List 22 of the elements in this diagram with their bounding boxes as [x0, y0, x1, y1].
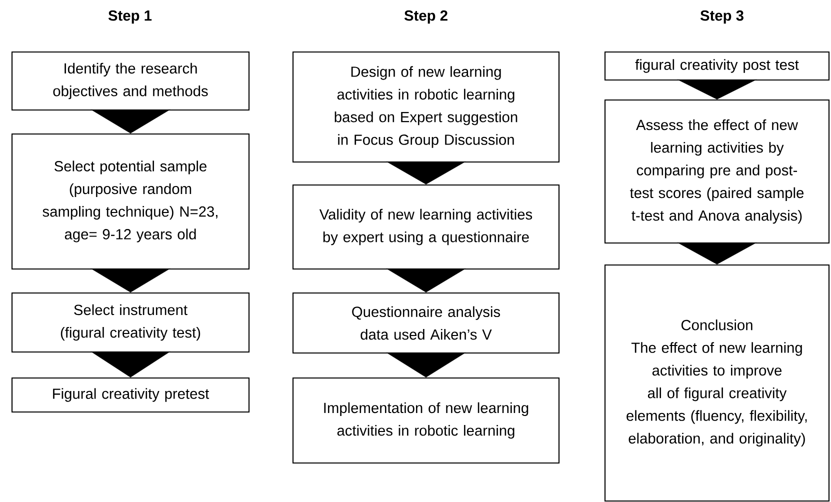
- arrow: [677, 79, 757, 100]
- step-heading: Step 3: [700, 10, 744, 24]
- process-box: Select potential sample (purposive random sampling technique) N=23, age= 9-12 years old: [11, 133, 250, 270]
- arrow: [90, 268, 170, 292]
- process-box: Validity of new learning activities by expert using a questionnaire: [292, 184, 560, 270]
- process-box: Identify the research objectives and methods: [11, 51, 250, 111]
- step-heading: Step 1: [108, 10, 152, 24]
- arrow: [386, 161, 466, 184]
- arrow: [677, 242, 757, 264]
- process-box: Assess the effect of new learning activities by comparing pre and post-test scores (paired sample t-test and Anova analysis): [604, 99, 830, 244]
- process-box: figural creativity post test: [604, 51, 830, 81]
- process-box: Questionnaire analysis data used Aiken’s V: [292, 292, 560, 354]
- process-box: Design of new learning activities in robotic learning based on Expert suggestion in Focus Group Discussion: [292, 51, 560, 163]
- process-box: Select instrument (figural creativity test): [11, 292, 250, 353]
- process-box: Implementation of new learning activities in robotic learning: [292, 377, 560, 464]
- arrow: [90, 351, 170, 378]
- arrow: [90, 109, 170, 134]
- process-box: Figural creativity pretest: [11, 377, 250, 413]
- arrow: [386, 268, 466, 292]
- process-box: Conclusion The effect of new learning activities to improve all of figural creativity elements (fluency, flexibility, elaboration, and originality): [604, 264, 830, 502]
- step-heading: Step 2: [404, 10, 448, 24]
- arrow: [386, 352, 466, 378]
